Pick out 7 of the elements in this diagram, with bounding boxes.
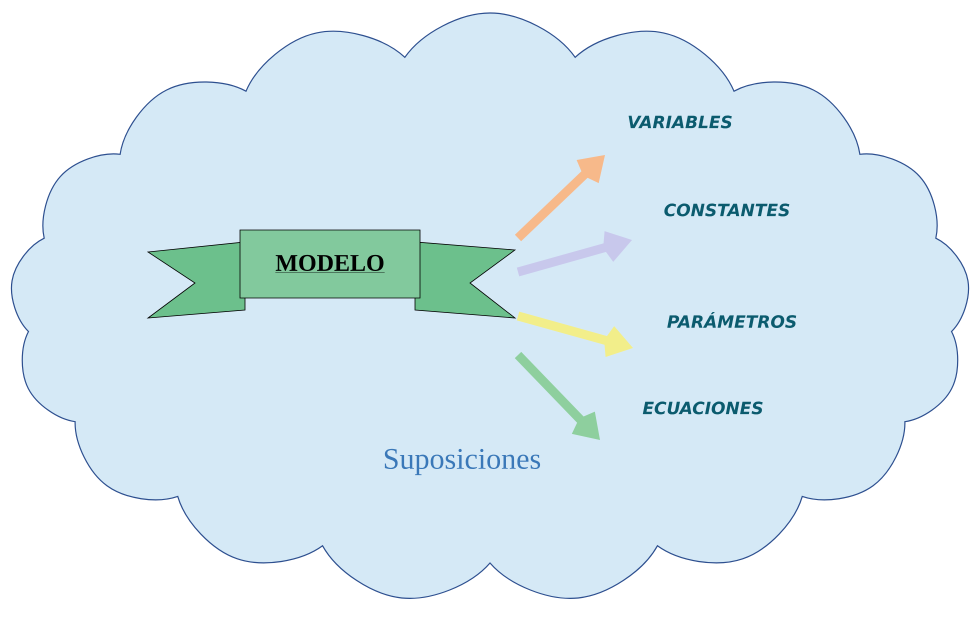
cloud-label: Suposiciones [384, 448, 540, 476]
category-label: CONSTANTES [664, 204, 790, 216]
category-label: VARIABLES [628, 116, 732, 128]
category-label: ECUACIONES [642, 402, 763, 414]
ribbon-banner: MODELO [146, 230, 516, 318]
cloud-shape [10, 12, 970, 599]
category-label: PARÁMETROS [667, 312, 796, 328]
